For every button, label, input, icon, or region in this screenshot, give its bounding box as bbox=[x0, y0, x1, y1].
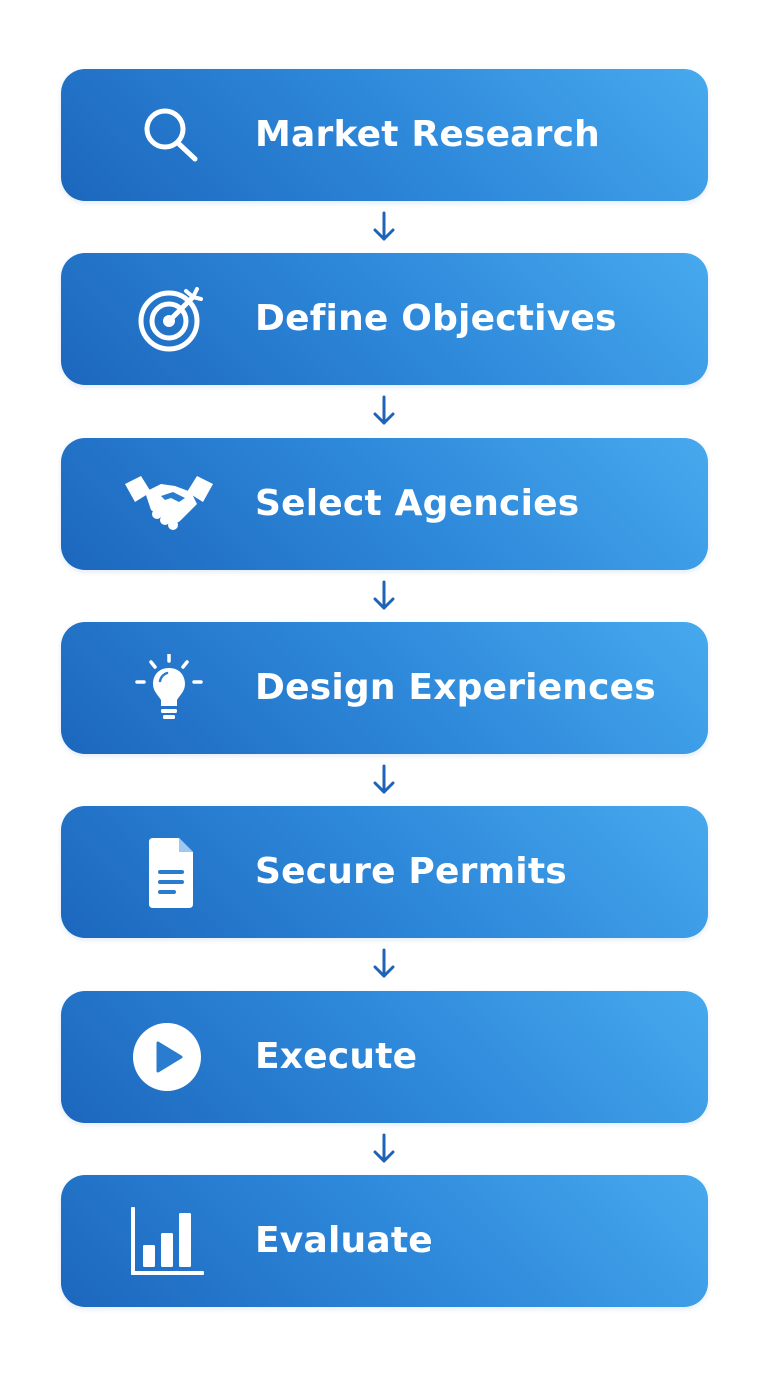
lightbulb-icon bbox=[131, 654, 211, 722]
step-define-objectives: Define Objectives bbox=[61, 253, 708, 385]
magnifier-icon bbox=[131, 101, 211, 169]
step-label: Design Experiences bbox=[255, 667, 656, 708]
step-label: Execute bbox=[255, 1036, 418, 1077]
down-arrow-icon bbox=[369, 393, 399, 429]
down-arrow-icon bbox=[369, 762, 399, 798]
step-evaluate: Evaluate bbox=[61, 1175, 708, 1307]
step-label: Evaluate bbox=[255, 1220, 433, 1261]
step-label: Select Agencies bbox=[255, 483, 580, 524]
target-icon bbox=[131, 285, 211, 353]
bar-chart-icon bbox=[131, 1205, 211, 1277]
down-arrow-icon bbox=[369, 1131, 399, 1167]
down-arrow-icon bbox=[369, 946, 399, 982]
play-icon bbox=[131, 1023, 211, 1091]
step-secure-permits: Secure Permits bbox=[61, 806, 708, 938]
step-select-agencies: Select Agencies bbox=[61, 438, 708, 570]
down-arrow-icon bbox=[369, 578, 399, 614]
step-execute: Execute bbox=[61, 991, 708, 1123]
document-icon bbox=[131, 836, 211, 908]
handshake-icon bbox=[121, 470, 217, 538]
step-label: Define Objectives bbox=[255, 298, 617, 339]
down-arrow-icon bbox=[369, 209, 399, 245]
step-label: Secure Permits bbox=[255, 851, 567, 892]
step-market-research: Market Research bbox=[61, 69, 708, 201]
step-design-experiences: Design Experiences bbox=[61, 622, 708, 754]
step-label: Market Research bbox=[255, 114, 600, 155]
